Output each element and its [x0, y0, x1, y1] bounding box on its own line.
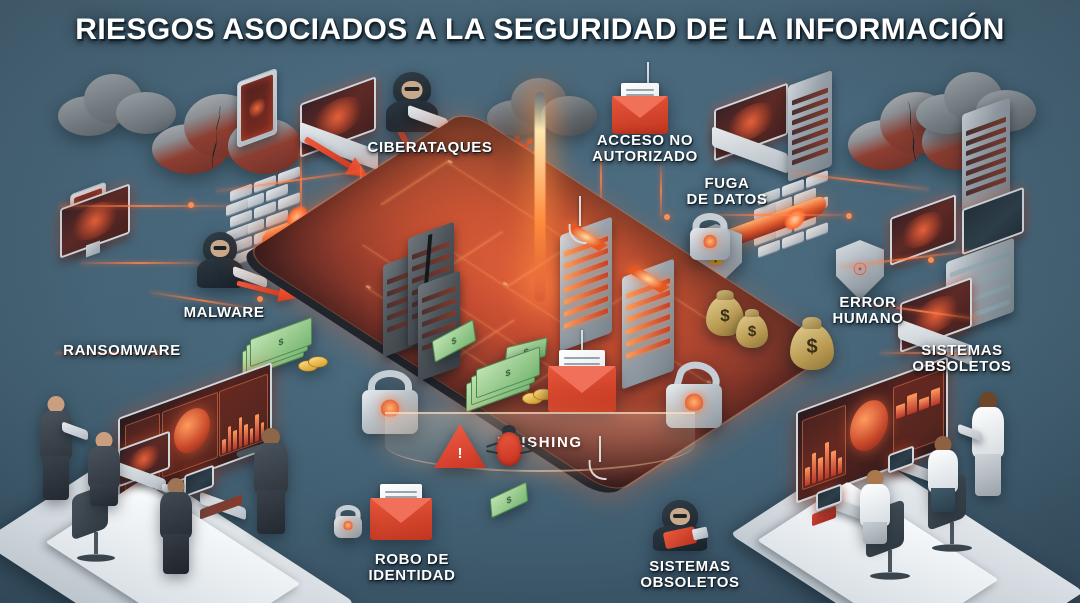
label-sistemas-obsoletos-bottom: SISTEMAS OBSOLETOS [640, 558, 740, 592]
envelope-icon [370, 483, 432, 540]
damaged-server-icon [418, 270, 460, 382]
standing-analyst [38, 396, 74, 500]
seated-technician-female [858, 470, 892, 544]
cloud-icon [58, 72, 176, 136]
office-chair-icon [72, 483, 120, 562]
workstation-left [0, 361, 355, 603]
label-ciberataques: CIBERATAQUES [367, 139, 493, 156]
warning-triangle-icon: ! [434, 422, 486, 468]
money-bag-symbol: $ [790, 324, 834, 370]
label-ransomware: RANSOMWARE [63, 342, 181, 359]
padlock-icon [334, 505, 362, 538]
standing-operator [158, 478, 194, 574]
money-bill-icon [489, 481, 529, 519]
seated-operator [86, 432, 122, 506]
workstation-right [730, 356, 1080, 603]
money-bag-icon: $ [736, 308, 768, 348]
hooded-hacker-icon [196, 232, 244, 288]
pointing-manager [235, 428, 290, 534]
money-bag-symbol: $ [706, 296, 744, 336]
label-robo-de-identidad: ROBO DE IDENTIDAD [368, 551, 456, 585]
coin-icon [308, 356, 328, 368]
label-error-humano: ERROR HUMANO [832, 294, 904, 328]
office-chair-icon [928, 473, 976, 554]
seated-technician-male [926, 436, 960, 512]
data-breach-light-beam [534, 92, 546, 302]
phishing-banner: PHISHING [385, 412, 695, 472]
bug-icon [485, 424, 533, 466]
phishing-hook-icon [568, 196, 590, 244]
standing-supervisor [970, 392, 1006, 496]
envelope-icon [612, 83, 668, 134]
money-bag-icon: $ [706, 289, 744, 336]
money-bill-icon [466, 346, 554, 413]
money-bag-icon: $ [790, 316, 834, 370]
money-bill-icon [242, 316, 328, 380]
label-malware: MALWARE [183, 304, 265, 321]
shield-icon: ☉ [836, 240, 884, 300]
envelope-icon [548, 350, 616, 412]
page-title: RIESGOS ASOCIADOS A LA SEGURIDAD DE LA I… [75, 13, 1005, 46]
label-sistemas-obsoletos-right: SISTEMAS OBSOLETOS [912, 342, 1012, 376]
label-acceso-no-autorizado: ACCESO NO AUTORIZADO [592, 132, 698, 166]
office-chair-icon [866, 499, 914, 582]
label-fuga-de-datos: FUGA DE DATOS [686, 175, 768, 209]
padlock-icon [690, 213, 730, 260]
money-bag-symbol: $ [736, 314, 768, 348]
